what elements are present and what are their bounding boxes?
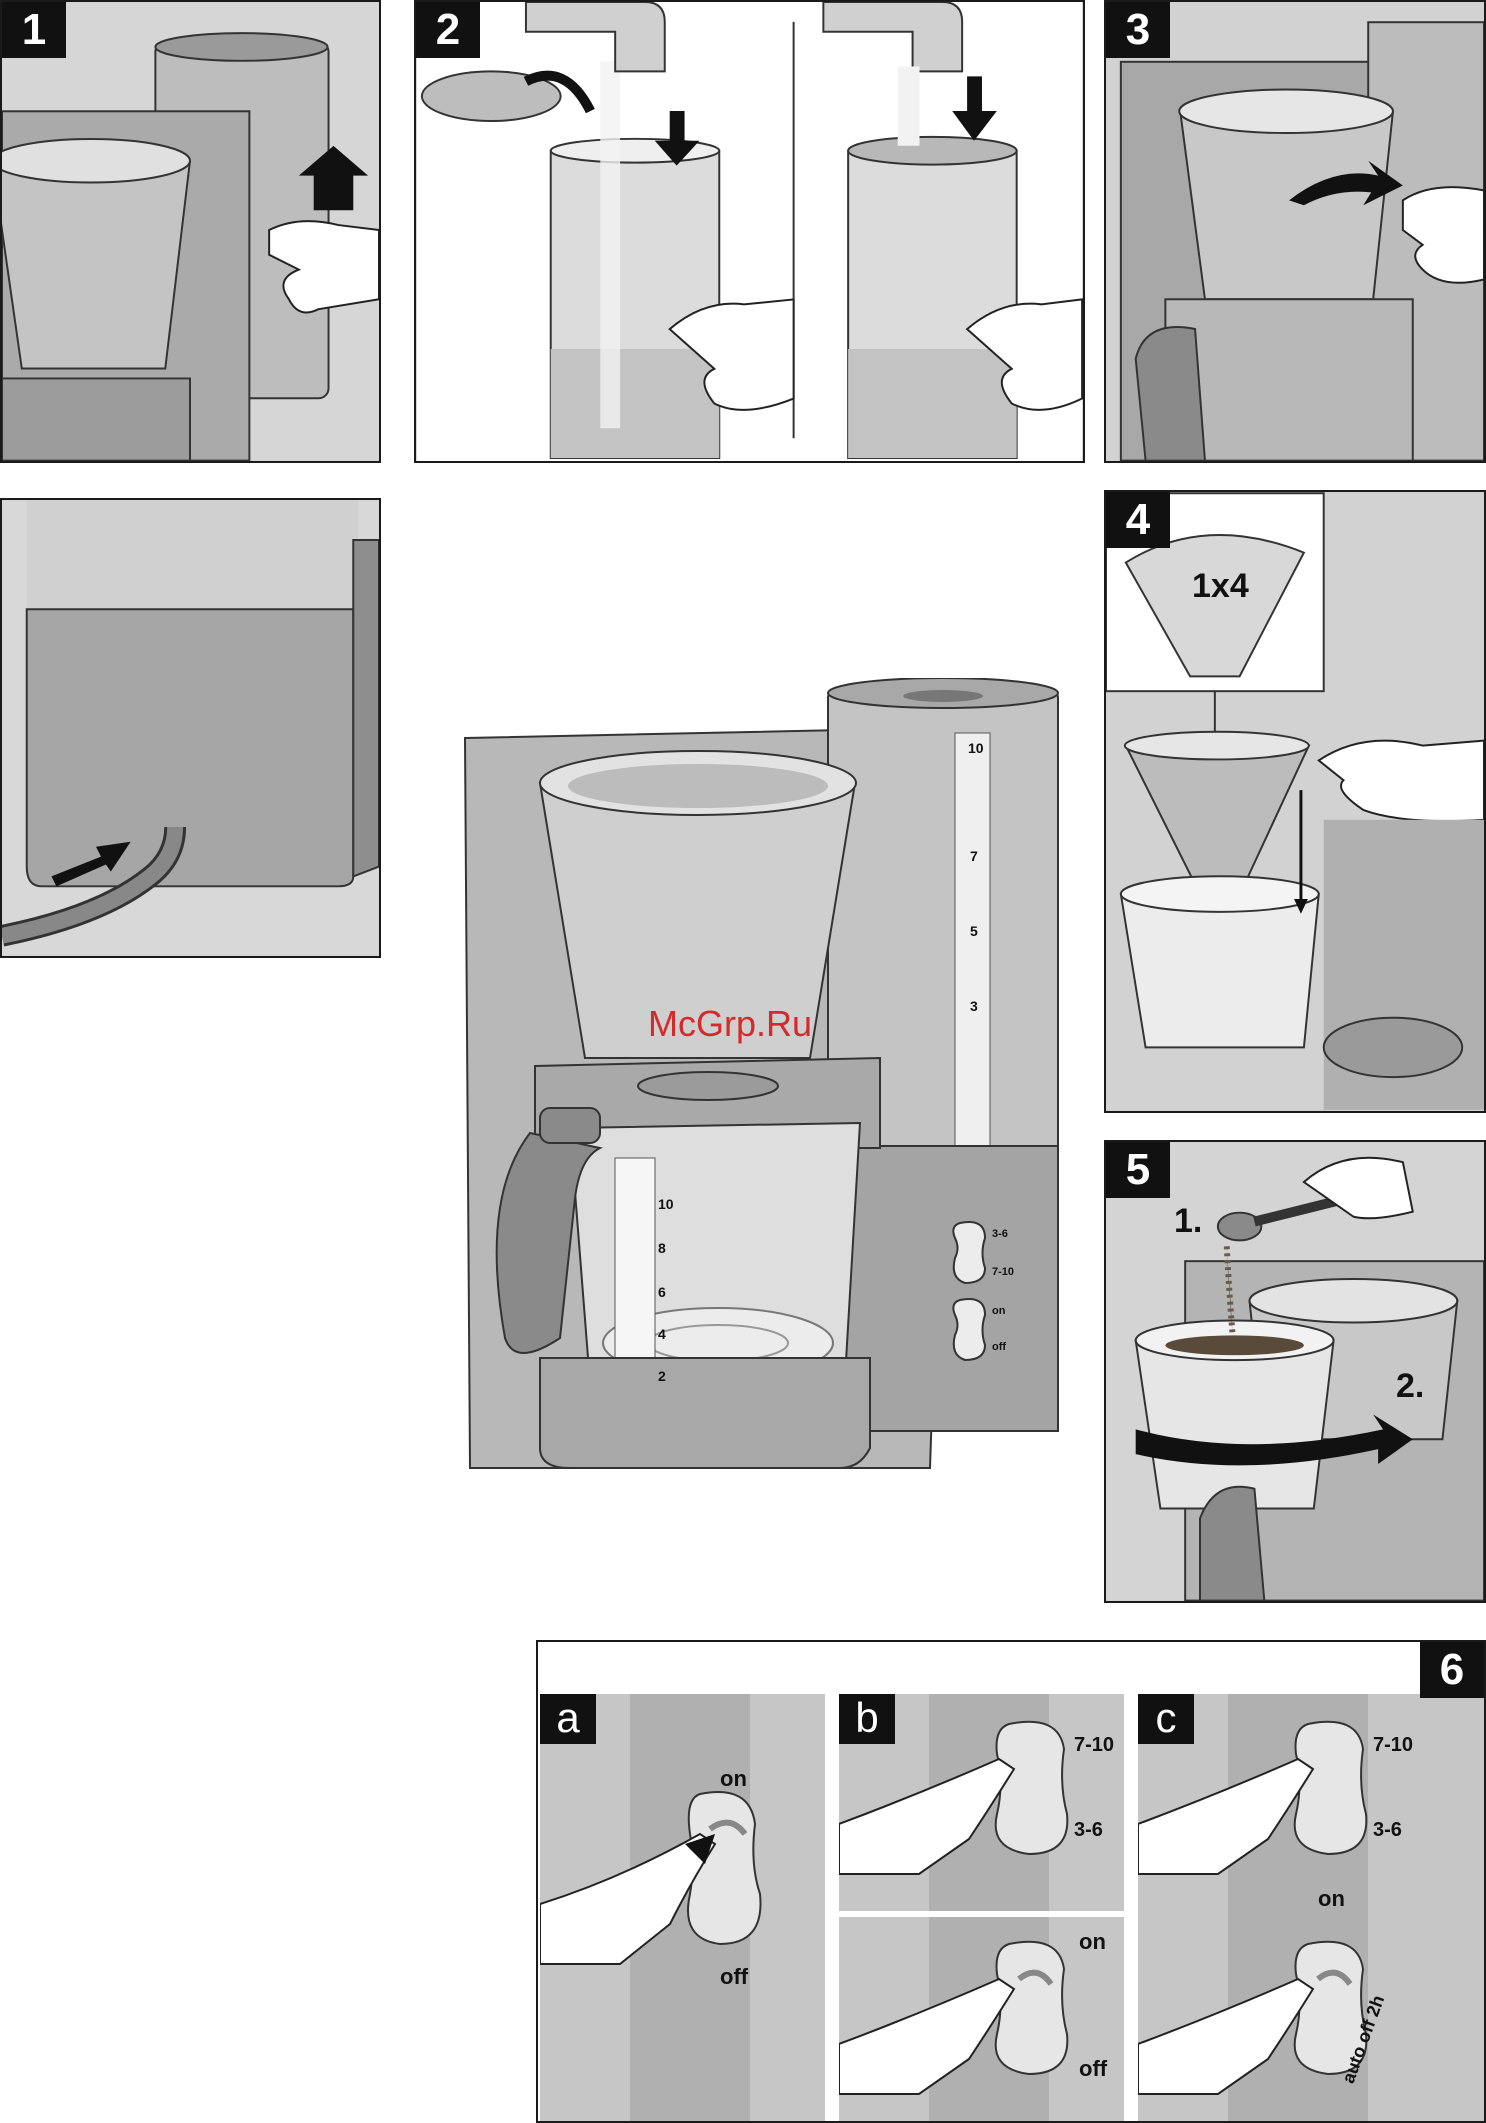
step5-part2-label: 2. (1396, 1367, 1424, 1406)
carafe-scale-6: 6 (658, 1284, 666, 1300)
on-label: on (1079, 1929, 1106, 1955)
step-number-badge: 6 (1420, 1642, 1484, 1698)
illustration-cable-storage (2, 500, 379, 956)
step-number-badge: 4 (1106, 492, 1170, 548)
illustration-fill-water-tank (416, 2, 1083, 461)
high-amount-label: 7-10 (1373, 1734, 1413, 1757)
filter-size-label: 1x4 (1192, 567, 1249, 606)
panel-step-1: 1 (0, 0, 381, 463)
carafe-scale-10: 10 (658, 1196, 674, 1212)
low-amount-label: 3-6 (1373, 1819, 1402, 1842)
watermark-text: McGrp.Ru (648, 1003, 812, 1045)
power-on-label: on (992, 1305, 1005, 1317)
tank-scale-10: 10 (968, 740, 984, 756)
subpanel-letter: b (839, 1694, 895, 1744)
coffee-machine-drawing (460, 678, 1065, 1513)
panel-cable-storage (0, 498, 381, 958)
panel-step-5: 5 1. 2. (1104, 1140, 1486, 1603)
high-amount-label: 7-10 (1074, 1734, 1114, 1757)
panel-step-6: 6 a on off b 7-10 3-6 on off (536, 1640, 1486, 2123)
power-off-label: off (992, 1341, 1006, 1353)
step5-part1-label: 1. (1174, 1202, 1202, 1241)
step-number-badge: 2 (416, 2, 480, 58)
subpanel-letter: c (1138, 1694, 1194, 1744)
panel-step-2: 2 (414, 0, 1085, 463)
panel-step-3: 3 (1104, 0, 1486, 463)
subpanel-letter: a (540, 1694, 596, 1744)
tank-scale-5: 5 (970, 923, 978, 939)
step-number-badge: 5 (1106, 1142, 1170, 1198)
subpanel-b: b 7-10 3-6 on off (839, 1694, 1124, 2123)
illustration-add-coffee-and-close (1106, 1142, 1484, 1601)
on-label: on (1318, 1886, 1345, 1912)
carafe-scale-2: 2 (658, 1368, 666, 1384)
carafe-scale-8: 8 (658, 1240, 666, 1256)
panel-step-4: 4 1x4 (1104, 490, 1486, 1113)
off-label: off (1079, 2056, 1107, 2082)
illustration-select-amount-auto-off (1138, 1694, 1484, 2123)
amount-high-label: 7-10 (992, 1266, 1014, 1278)
subpanel-c: c 7-10 3-6 on auto off 2h (1138, 1694, 1484, 2123)
tank-scale-3: 3 (970, 998, 978, 1014)
amount-low-label: 3-6 (992, 1228, 1008, 1240)
illustration-press-on (540, 1694, 825, 2123)
off-label: off (720, 1964, 748, 1990)
central-machine-illustration: 10 7 5 3 10 8 6 4 2 3-6 7-10 on off (460, 678, 1065, 1513)
carafe-scale-4: 4 (658, 1326, 666, 1342)
step-number-badge: 1 (2, 2, 66, 58)
illustration-insert-paper-filter (1106, 492, 1484, 1111)
tank-scale-7: 7 (970, 848, 978, 864)
subpanel-a: a on off (540, 1694, 825, 2123)
step-number-badge: 3 (1106, 2, 1170, 58)
illustration-remove-water-tank (2, 2, 379, 461)
illustration-swing-out-filter (1106, 2, 1484, 461)
on-label: on (720, 1766, 747, 1792)
low-amount-label: 3-6 (1074, 1819, 1103, 1842)
